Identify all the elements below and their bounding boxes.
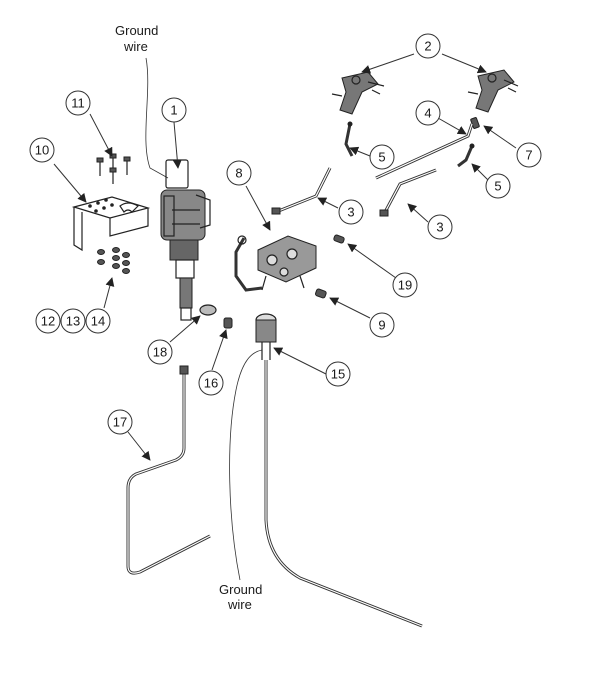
leader-4 bbox=[437, 117, 467, 135]
leader-12-14 bbox=[103, 277, 115, 309]
svg-text:18: 18 bbox=[153, 345, 167, 360]
swivel-5-right-part bbox=[457, 143, 475, 168]
leader-19 bbox=[347, 243, 397, 279]
fitting-19-part bbox=[333, 234, 345, 244]
svg-text:8: 8 bbox=[235, 166, 242, 181]
svg-text:19: 19 bbox=[398, 278, 412, 293]
hose-3-right-part bbox=[379, 168, 437, 217]
spray-gun-left-part bbox=[331, 71, 385, 115]
svg-text:13: 13 bbox=[66, 314, 80, 329]
svg-text:12: 12 bbox=[41, 314, 55, 329]
callout-1: 1 bbox=[161, 97, 187, 123]
svg-text:7: 7 bbox=[525, 148, 532, 163]
fitting-18-part bbox=[199, 304, 217, 316]
callout-10: 10 bbox=[29, 137, 55, 163]
svg-text:17: 17 bbox=[113, 415, 127, 430]
siphon-tube-17-part bbox=[126, 365, 211, 575]
callout-8: 8 bbox=[226, 160, 252, 186]
svg-text:3: 3 bbox=[436, 220, 443, 235]
spray-gun-right-part bbox=[467, 69, 519, 113]
svg-text:1: 1 bbox=[170, 103, 177, 118]
leader-15 bbox=[273, 347, 327, 375]
hose-3-left-part bbox=[271, 167, 332, 215]
callout-16: 16 bbox=[198, 370, 224, 396]
svg-text:4: 4 bbox=[424, 106, 431, 121]
fitting-9-part bbox=[314, 288, 327, 299]
nuts-washers-part bbox=[97, 247, 130, 274]
callout-11: 11 bbox=[65, 90, 91, 116]
bolts-part bbox=[96, 153, 131, 184]
leader-16 bbox=[211, 329, 228, 371]
callout-18: 18 bbox=[147, 339, 173, 365]
leader-10 bbox=[53, 163, 87, 203]
leader-3a bbox=[317, 197, 339, 209]
leader-8 bbox=[245, 185, 271, 231]
svg-text:5: 5 bbox=[494, 179, 501, 194]
ground-wire-top bbox=[145, 57, 169, 179]
leader-17 bbox=[127, 431, 151, 461]
callout-15: 15 bbox=[325, 361, 351, 387]
svg-text:5: 5 bbox=[378, 150, 385, 165]
callout-5-left: 5 bbox=[369, 144, 395, 170]
leader-2a bbox=[361, 53, 415, 74]
ground-wire-label-top-line1: Ground bbox=[115, 23, 158, 38]
callout-12: 12 bbox=[35, 308, 61, 334]
callout-7: 7 bbox=[516, 142, 542, 168]
leader-11 bbox=[89, 113, 113, 157]
svg-text:9: 9 bbox=[378, 318, 385, 333]
whip-hose-4-part bbox=[375, 123, 474, 180]
callout-19: 19 bbox=[392, 272, 418, 298]
callout-2: 2 bbox=[415, 33, 441, 59]
svg-text:14: 14 bbox=[91, 314, 105, 329]
pump-part bbox=[160, 159, 211, 321]
callout-3-left: 3 bbox=[338, 199, 364, 225]
svg-text:2: 2 bbox=[424, 39, 431, 54]
swivel-5-left-part bbox=[344, 121, 354, 157]
fitting-16-part bbox=[223, 317, 233, 329]
mounting-bracket-part bbox=[71, 196, 151, 252]
leader-5b bbox=[471, 163, 489, 181]
callout-13: 13 bbox=[60, 308, 86, 334]
svg-text:15: 15 bbox=[331, 367, 345, 382]
suction-tube-15-part bbox=[255, 313, 423, 628]
leader-9 bbox=[329, 297, 371, 319]
leader-3b bbox=[407, 203, 429, 223]
callout-14: 14 bbox=[85, 308, 111, 334]
svg-text:11: 11 bbox=[71, 96, 85, 111]
svg-text:16: 16 bbox=[204, 376, 218, 391]
leader-18 bbox=[169, 315, 201, 343]
svg-text:10: 10 bbox=[35, 143, 49, 158]
manifold-part bbox=[234, 235, 317, 292]
callout-17: 17 bbox=[107, 409, 133, 435]
leader-1 bbox=[172, 121, 182, 169]
ground-wire-label-bottom-line2: wire bbox=[227, 597, 252, 612]
ground-wire-label-top-line2: wire bbox=[123, 39, 148, 54]
callout-5-right: 5 bbox=[485, 173, 511, 199]
leader-7 bbox=[483, 125, 517, 149]
ground-wire-bottom bbox=[229, 349, 263, 581]
callout-9: 9 bbox=[369, 312, 395, 338]
callout-4: 4 bbox=[415, 100, 441, 126]
callout-3-right: 3 bbox=[427, 214, 453, 240]
ground-wire-label-bottom-line1: Ground bbox=[219, 582, 262, 597]
leader-2b bbox=[441, 53, 487, 74]
svg-text:3: 3 bbox=[347, 205, 354, 220]
leader-5a bbox=[349, 146, 371, 157]
